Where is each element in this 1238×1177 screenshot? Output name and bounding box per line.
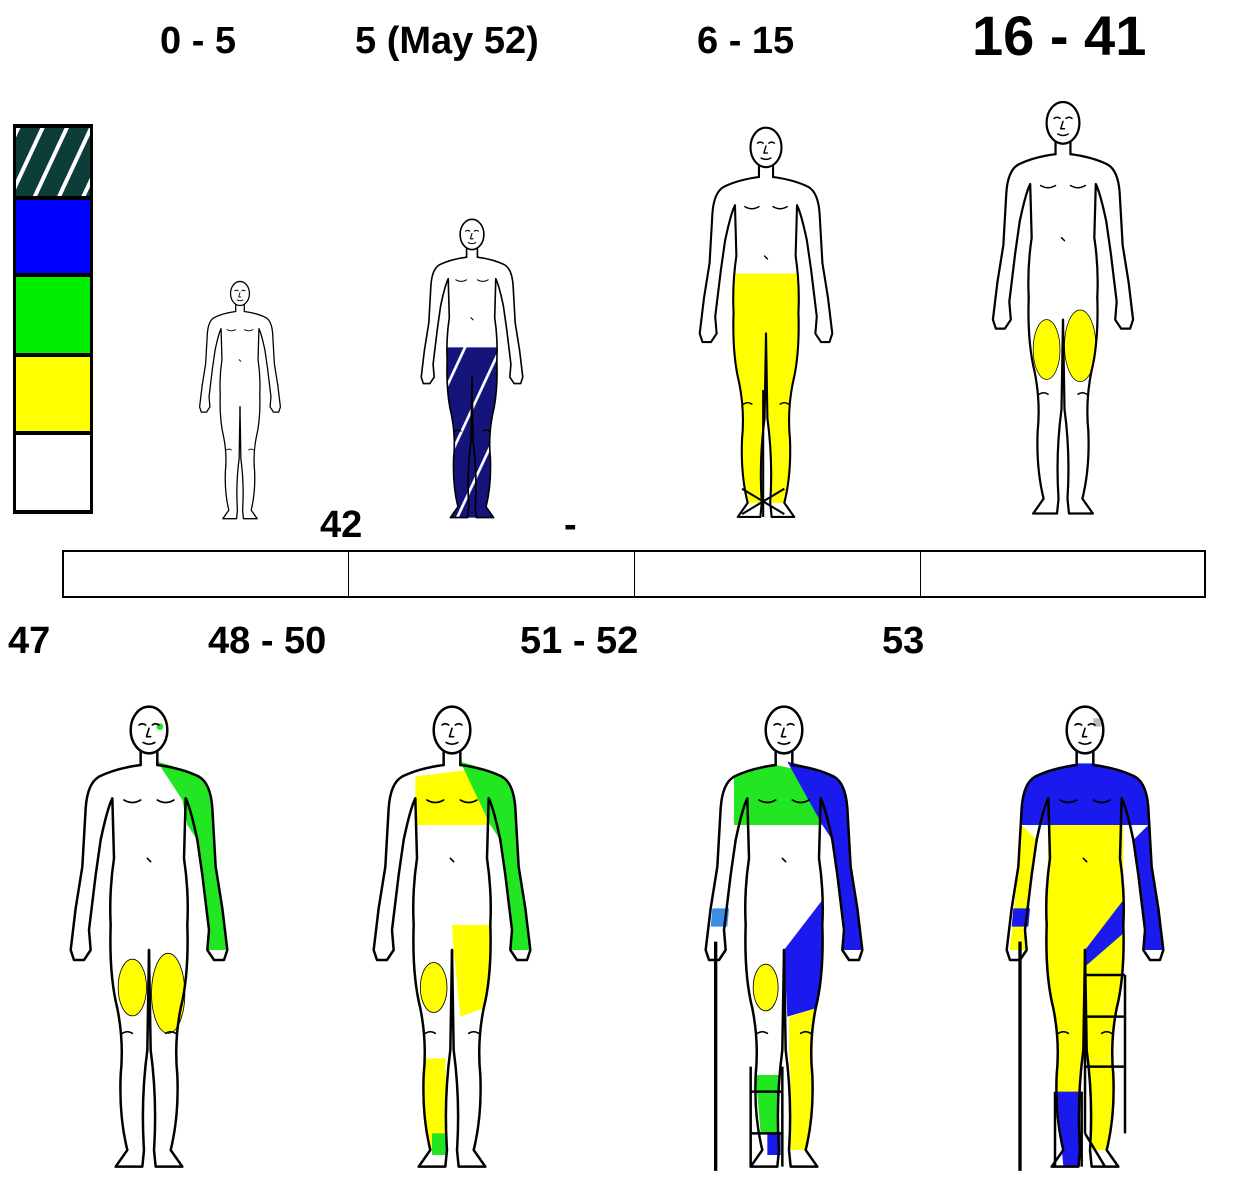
- blue-right-arm-region: [1133, 825, 1163, 950]
- age-label-0: 0 - 5: [160, 22, 236, 60]
- age-label-3: 16 - 41: [972, 8, 1146, 64]
- body-figure-age-53: [940, 700, 1230, 1175]
- age-label-42: 42: [320, 506, 362, 544]
- dash-label: -: [564, 506, 577, 544]
- yellow-thigh-left: [1033, 320, 1060, 380]
- body-figure-age-0-5: [176, 278, 304, 523]
- body-figure-age-47: [18, 700, 280, 1175]
- timeline-bar: [62, 550, 1206, 598]
- yellow-thigh-left: [753, 964, 778, 1011]
- timeline-divider-3: [920, 552, 921, 596]
- yellow-thigh-left: [118, 959, 146, 1016]
- legend-swatch-blue: [13, 200, 93, 273]
- body-figure-age-51-52: [648, 700, 920, 1175]
- legend-border-bottom: [13, 510, 93, 514]
- age-label-53: 53: [882, 622, 924, 660]
- legend-swatch-white: [13, 435, 93, 510]
- yellow-thigh-right: [152, 953, 185, 1033]
- age-label-48-50: 48 - 50: [208, 622, 326, 660]
- body-figure-age-5-may52: [398, 215, 546, 523]
- timeline-divider-2: [634, 552, 635, 596]
- timeline-divider-1: [348, 552, 349, 596]
- body-figure-age-16-41: [940, 96, 1186, 521]
- blue-upper-body-region: [1020, 763, 1150, 825]
- green-foot-region: [432, 1133, 447, 1155]
- age-label-47: 47: [8, 622, 50, 660]
- age-label-2: 6 - 15: [697, 22, 794, 60]
- age-label-1: 5 (May 52): [355, 22, 539, 60]
- legend-swatch-hatched: [13, 128, 93, 196]
- body-figure-age-6-15: [660, 122, 872, 524]
- legend-swatch-yellow: [13, 357, 93, 431]
- legend-swatch-green: [13, 277, 93, 353]
- body-figure-age-48-50: [310, 700, 594, 1175]
- yellow-thigh-left: [420, 963, 447, 1013]
- hatch-pattern: [16, 128, 90, 196]
- age-label-51-52: 51 - 52: [520, 622, 638, 660]
- green-shoulder-arm-region: [157, 762, 227, 950]
- green-lower-left-leg: [756, 1075, 779, 1133]
